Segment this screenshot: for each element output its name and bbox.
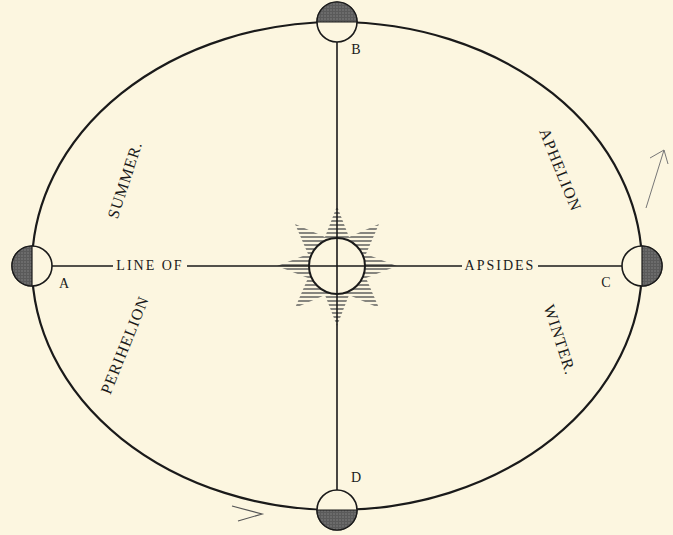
earth-d [317, 490, 357, 530]
axis-label: APSIDES [462, 258, 539, 274]
position-letter: A [56, 276, 72, 292]
season-label: SUMMER. [103, 136, 147, 224]
season-label: APHELION [534, 123, 586, 217]
season-label: WINTER. [539, 300, 581, 381]
direction-mark [232, 506, 262, 521]
orbit-ellipse [32, 22, 642, 510]
position-letter: D [348, 470, 364, 486]
direction-mark [646, 150, 668, 208]
position-letter: B [348, 42, 363, 58]
position-letter: C [598, 275, 613, 291]
axis-label: LINE OF [113, 258, 186, 274]
minor-axis [336, 42, 338, 490]
earth-c [622, 246, 662, 286]
earth-a [12, 246, 52, 286]
earth-b [317, 2, 357, 42]
season-label: PERIHELION [96, 291, 154, 400]
